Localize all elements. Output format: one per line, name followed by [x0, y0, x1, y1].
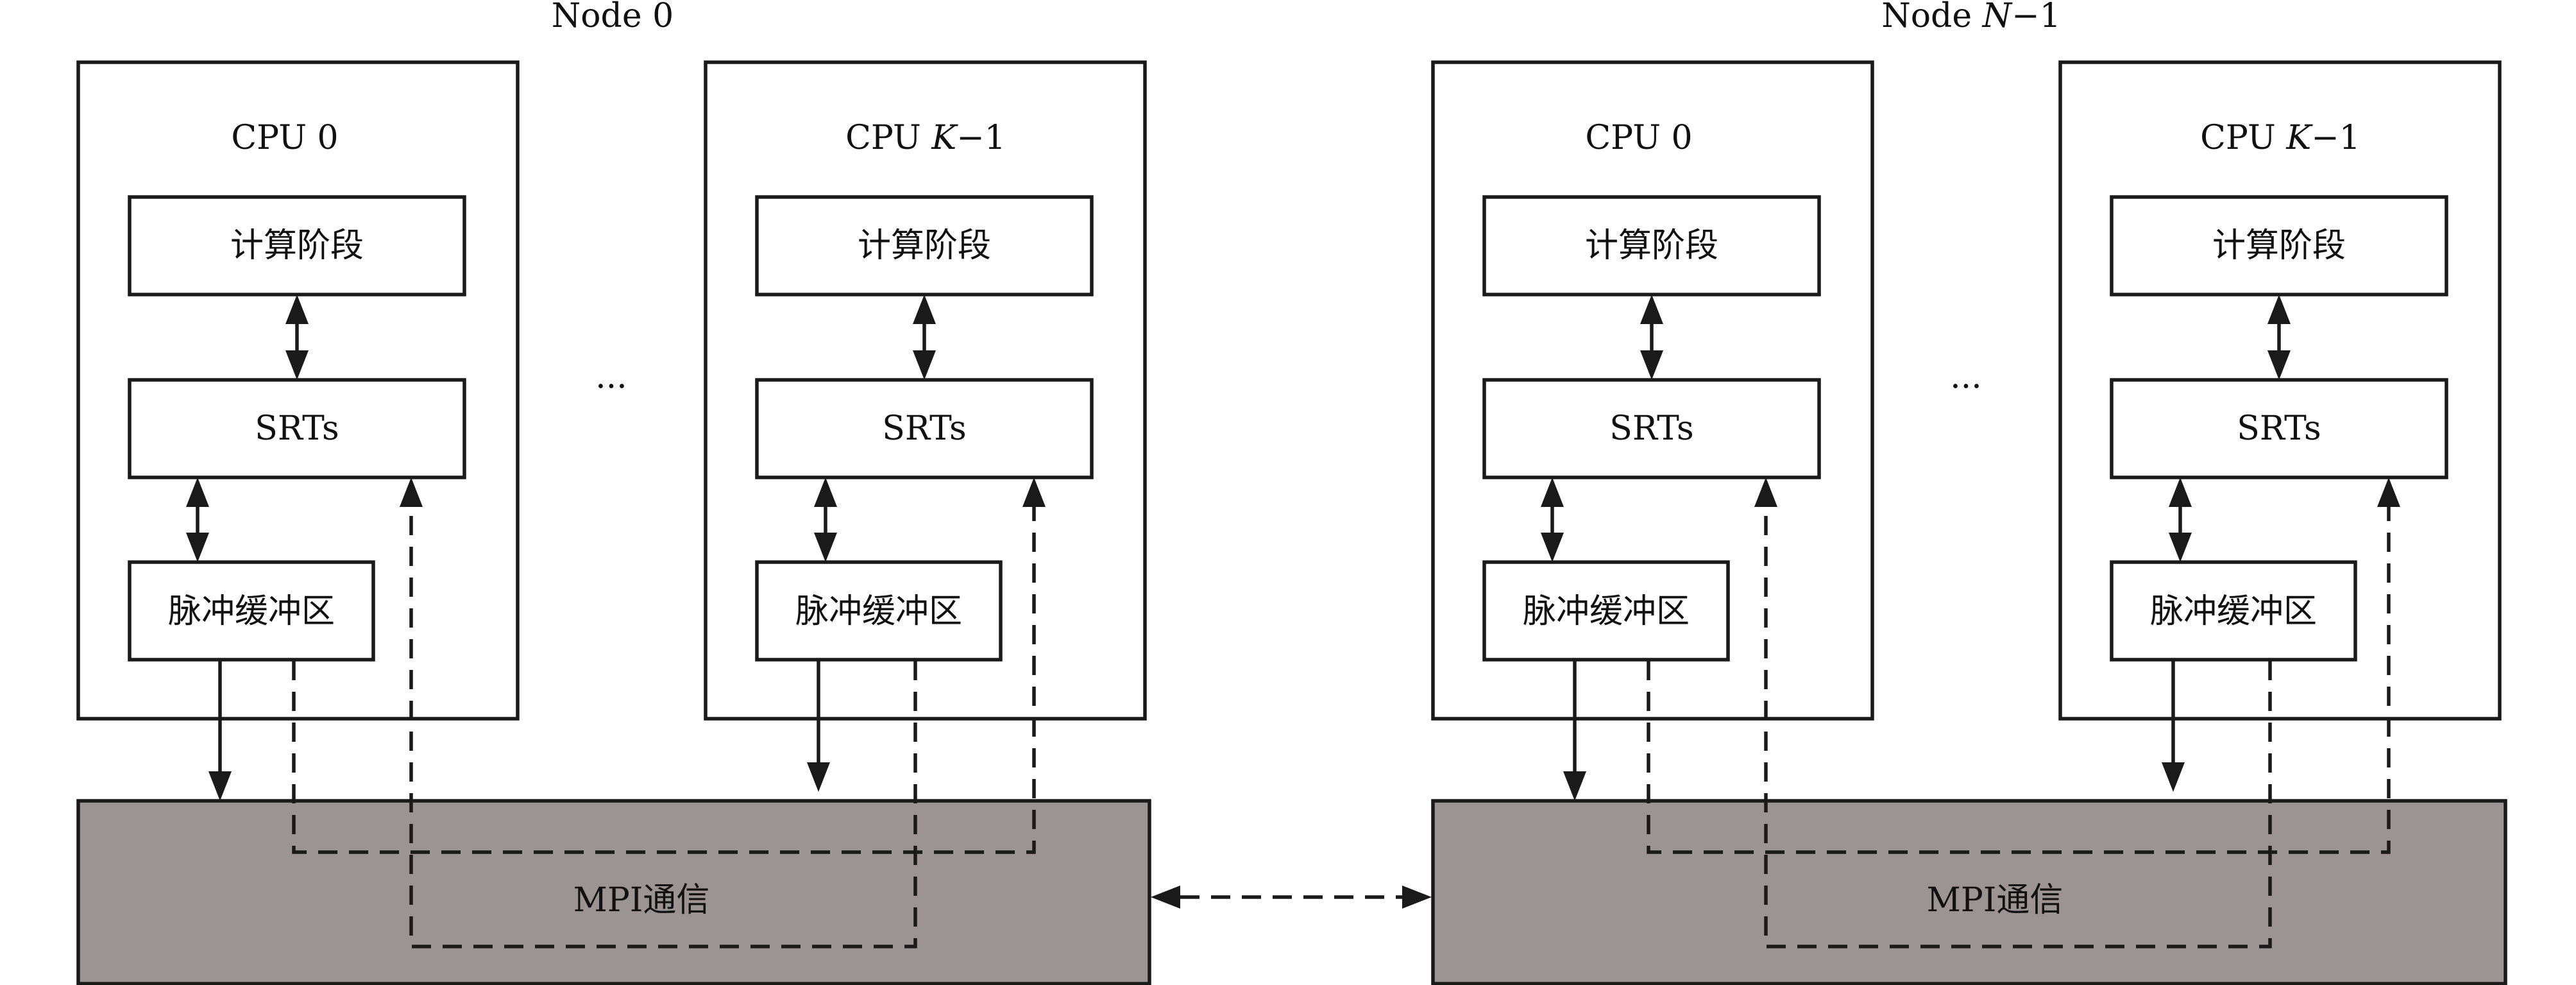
srts-label: SRTs	[255, 409, 339, 448]
srts-label: SRTs	[2237, 409, 2321, 448]
spike-buffer-label: 脉冲缓冲区	[1523, 592, 1690, 631]
dashed-receive-path	[1764, 507, 2272, 948]
node-0: Node 0 MPI通信 CPU 0 计算阶段 SRTs 脉冲缓冲区 CPU K…	[76, 0, 1151, 985]
spike-buffer-label: 脉冲缓冲区	[795, 592, 962, 631]
spike-buffer-box	[2110, 560, 2357, 662]
cpu-k-minus-1-arrows	[2162, 295, 2291, 792]
node-n-minus-1-title: Node N−1	[1881, 0, 2061, 35]
compute-stage-label: 计算阶段	[858, 227, 991, 265]
srts-box	[1482, 378, 1821, 479]
spike-buffer-box	[755, 560, 1003, 662]
cpu-title: CPU 0	[231, 119, 338, 157]
cpu-0-arrows	[186, 295, 1046, 948]
compute-stage-label: 计算阶段	[2212, 227, 2346, 265]
cpu-title: CPU K−1	[845, 119, 1006, 157]
spike-buffer-label: 脉冲缓冲区	[168, 592, 335, 631]
dashed-receive-path	[409, 507, 917, 948]
dashed-send-path	[1647, 507, 2391, 854]
cpu-k-minus-1: CPU K−1 计算阶段 SRTs 脉冲缓冲区	[2058, 60, 2502, 721]
cpu-k-minus-1-arrows	[807, 295, 936, 792]
compute-stage-label: 计算阶段	[1585, 227, 1718, 265]
compute-stage-label: 计算阶段	[230, 227, 364, 265]
spike-buffer-box	[128, 560, 375, 662]
cpu-0: CPU 0 计算阶段 SRTs 脉冲缓冲区	[76, 60, 520, 721]
spike-buffer-box	[1482, 560, 1730, 662]
srts-box	[755, 378, 1094, 479]
cpu-0-arrows	[1541, 295, 2400, 948]
cpu-title: CPU 0	[1585, 119, 1692, 157]
srts-label: SRTs	[882, 409, 966, 448]
srts-box	[128, 378, 466, 479]
cpu-k-minus-1: CPU K−1 计算阶段 SRTs 脉冲缓冲区	[704, 60, 1147, 721]
mpi-communication-label: MPI通信	[573, 881, 710, 920]
compute-stage-box	[2110, 195, 2448, 296]
mpi-communication-bar	[76, 799, 1151, 985]
cpu-ellipsis: ···	[1950, 368, 1982, 406]
node-0-title: Node 0	[552, 0, 674, 35]
spike-buffer-label: 脉冲缓冲区	[2150, 592, 2317, 631]
cpu-title: CPU K−1	[2200, 119, 2360, 157]
mpi-communication-label: MPI通信	[1927, 881, 2063, 920]
cpu-0: CPU 0 计算阶段 SRTs 脉冲缓冲区	[1431, 60, 1874, 721]
dashed-send-path	[292, 507, 1036, 854]
mpi-communication-bar	[1431, 799, 2507, 985]
inter-node-arrow	[1151, 886, 1432, 909]
srts-label: SRTs	[1609, 409, 1693, 448]
node-n-minus-1: Node N−1 MPI通信 CPU 0 计算阶段 SRTs 脉冲缓冲区 CPU…	[1431, 0, 2507, 985]
cpu-ellipsis: ···	[595, 368, 627, 406]
srts-box	[2110, 378, 2448, 479]
